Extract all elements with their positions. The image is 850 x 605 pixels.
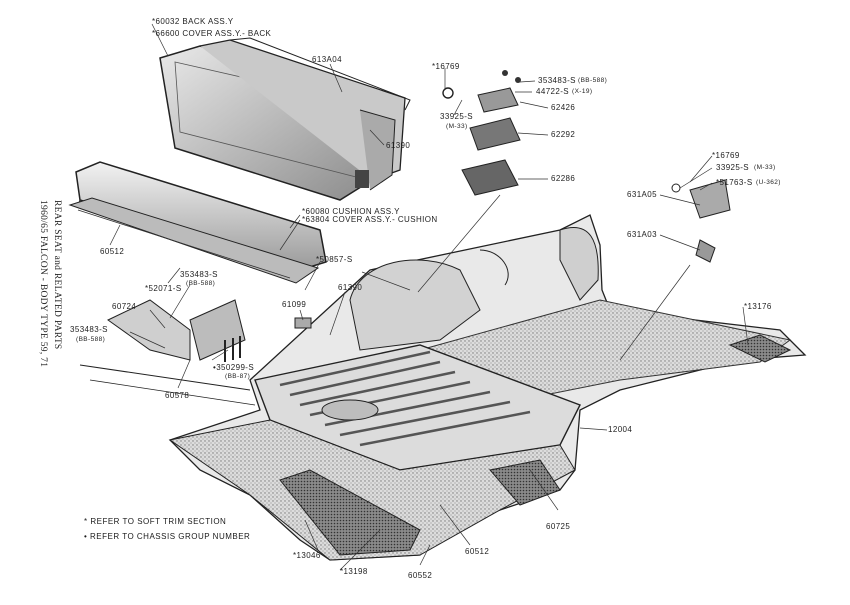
hinge-hardware — [442, 70, 731, 263]
label-60512-left: 60512 — [100, 247, 125, 256]
label-bb87: (BB-87) — [225, 373, 251, 380]
label-m33-top: (M-33) — [446, 123, 468, 130]
seat-cushion — [68, 161, 327, 284]
label-16769-top: *16769 — [432, 62, 460, 71]
label-60725: 60725 — [546, 522, 571, 531]
label-60552: 60552 — [408, 571, 433, 580]
label-u362: (U-362) — [756, 179, 781, 186]
label-bb588-left: (BB-588) — [76, 336, 106, 343]
label-m33-right: (M-33) — [754, 164, 776, 171]
label-353483-top: 353483-S — [538, 76, 576, 85]
label-613a04: 613A04 — [312, 55, 342, 64]
label-52071: *52071-S — [145, 284, 182, 293]
label-33925-right: 33925-S — [716, 163, 750, 172]
label-61390-mid: 61390 — [338, 283, 363, 292]
label-33925-top: 33925-S — [440, 112, 474, 121]
note-chassis-group: • REFER TO CHASSIS GROUP NUMBER — [84, 532, 251, 541]
label-cushion-assy: *60080 CUSHION ASS.Y — [302, 207, 400, 216]
label-44722: 44722-S — [536, 87, 570, 96]
label-51763: *51763-S — [716, 178, 753, 187]
label-bb588-mid: (BB-588) — [186, 280, 216, 287]
seat-back — [159, 37, 411, 201]
label-16769-right: *16769 — [712, 151, 740, 160]
label-60724: 60724 — [112, 302, 137, 311]
label-60512-bottom: 60512 — [465, 547, 490, 556]
label-60578: 60578 — [165, 391, 190, 400]
label-13176: *13176 — [744, 302, 772, 311]
leader-lines — [109, 23, 749, 571]
label-62292: 62292 — [551, 130, 576, 139]
label-13198: *13198 — [340, 567, 368, 576]
diagram-title: REAR SEAT and RELATED PARTS 1960/65 FALC… — [14, 200, 66, 420]
seat-brackets — [79, 299, 312, 406]
label-353483-mid: 353483-S — [180, 270, 218, 279]
label-bb588-top: (BB-588) — [578, 77, 608, 84]
title-line-1: REAR SEAT and RELATED PARTS — [52, 200, 62, 350]
label-cover-back: *66600 COVER ASS.Y.- BACK — [152, 29, 272, 38]
label-62426: 62426 — [551, 103, 576, 112]
footnotes: * REFER TO SOFT TRIM SECTION • REFER TO … — [84, 517, 250, 547]
trunk-floor-body — [168, 214, 807, 561]
label-350299: •350299-S — [213, 363, 255, 372]
label-62286: 62286 — [551, 174, 576, 183]
label-61390-top: 61390 — [386, 141, 411, 150]
label-631a05: 631A05 — [627, 190, 657, 199]
label-353483-left: 353483-S — [70, 325, 108, 334]
label-cover-cushion: *63804 COVER ASS.Y.- CUSHION — [302, 215, 438, 224]
label-50857: *50857-S — [316, 255, 353, 264]
label-back-assy: *60032 BACK ASS.Y — [152, 17, 234, 26]
note-soft-trim: * REFER TO SOFT TRIM SECTION — [84, 517, 227, 526]
label-12004: 12004 — [608, 425, 633, 434]
title-line-2: 1960/65 FALCON - BODY TYPE 59, 71 — [38, 200, 48, 368]
label-61099: 61099 — [282, 300, 307, 309]
label-x19: (X-19) — [572, 88, 593, 95]
label-13046: *13046 — [293, 551, 321, 560]
label-631a03: 631A03 — [627, 230, 657, 239]
